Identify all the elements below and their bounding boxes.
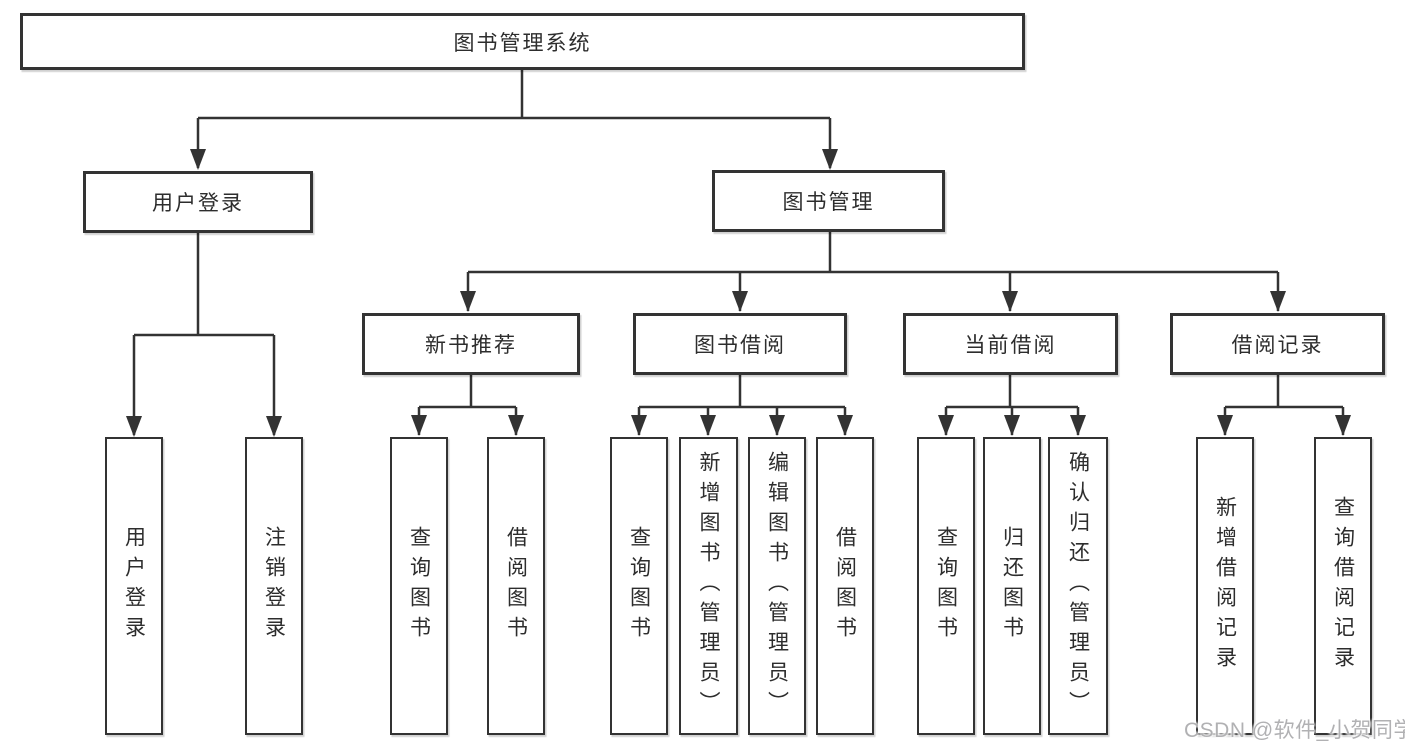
leaf-user-login-label: 用户登录 [122,526,146,646]
leaf-logout-label: 注销登录 [262,526,286,646]
leaf-logout: 注销登录 [245,437,303,735]
node-book-borrow-label: 图书借阅 [694,334,786,357]
leaf-edit-book-admin: 编辑图书（管理员） [748,437,806,735]
node-root-system-label: 图书管理系统 [453,31,592,55]
node-new-book-recommend: 新书推荐 [362,313,580,375]
leaf-confirm-return-admin: 确认归还（管理员） [1048,437,1108,735]
leaf-query-book-recommend: 查询图书 [390,437,448,735]
leaf-add-book-admin: 新增图书（管理员） [679,437,738,735]
leaf-confirm-return-admin-label: 确认归还（管理员） [1066,451,1090,721]
leaf-add-book-admin-label: 新增图书（管理员） [697,451,720,721]
leaf-query-book-recommend-label: 查询图书 [407,526,431,646]
leaf-borrow-book-label: 借阅图书 [833,526,857,646]
leaf-user-login: 用户登录 [105,437,163,735]
leaf-return-book-label: 归还图书 [1000,526,1024,646]
leaf-borrow-book-recommend: 借阅图书 [487,437,545,735]
node-new-book-recommend-label: 新书推荐 [425,334,517,357]
node-current-borrow-label: 当前借阅 [964,334,1057,357]
leaf-query-book-current-label: 查询图书 [934,526,958,646]
node-current-borrow: 当前借阅 [903,313,1118,375]
leaf-query-book-borrow-label: 查询图书 [627,526,651,646]
leaf-return-book: 归还图书 [983,437,1041,735]
leaf-query-book-borrow: 查询图书 [610,437,668,735]
node-book-management: 图书管理 [712,170,945,232]
csdn-watermark: CSDN @软件_小贺同学 [1184,719,1405,742]
leaf-add-borrow-record-label: 新增借阅记录 [1213,496,1237,676]
leaf-query-book-current: 查询图书 [917,437,975,735]
leaf-query-borrow-record-label: 查询借阅记录 [1331,496,1355,676]
node-root-system: 图书管理系统 [20,13,1025,70]
node-user-login: 用户登录 [83,171,313,233]
leaf-add-borrow-record: 新增借阅记录 [1196,437,1254,735]
node-borrow-records: 借阅记录 [1170,313,1385,375]
leaf-borrow-book: 借阅图书 [816,437,874,735]
leaf-query-borrow-record: 查询借阅记录 [1314,437,1372,735]
leaf-borrow-book-recommend-label: 借阅图书 [504,526,528,646]
node-book-borrow: 图书借阅 [633,313,847,375]
node-book-management-label: 图书管理 [782,191,875,214]
node-borrow-records-label: 借阅记录 [1231,334,1324,357]
leaf-edit-book-admin-label: 编辑图书（管理员） [765,451,789,721]
node-user-login-label: 用户登录 [152,192,244,215]
